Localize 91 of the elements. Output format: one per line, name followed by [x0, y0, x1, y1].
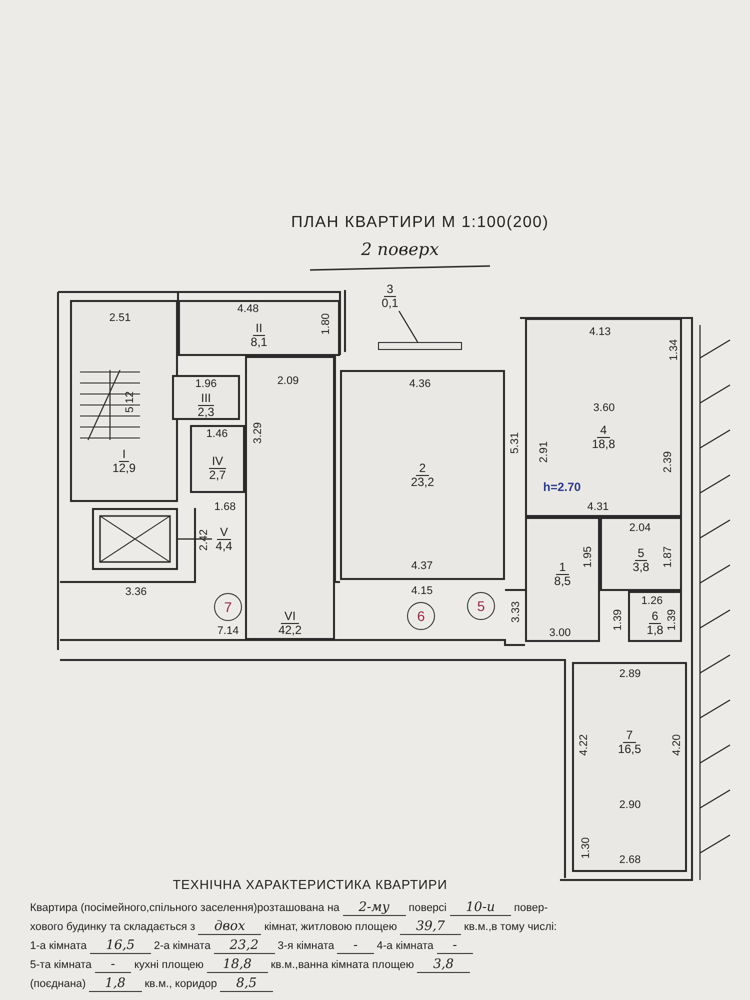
room-number: 7 [623, 728, 636, 742]
dimension-value: 4.22 [578, 734, 590, 756]
room-area: 1,8 [646, 624, 664, 637]
dimension-value: 5.12 [124, 391, 136, 413]
dimension-value: 2.89 [619, 668, 641, 680]
room-area: 23,2 [410, 476, 434, 488]
room-number: V [216, 526, 231, 540]
dimension-value: 4.36 [409, 378, 431, 390]
dimension-value: 1.68 [214, 501, 236, 513]
dimension-value: 1.39 [666, 609, 678, 631]
room-outline [600, 517, 682, 591]
room-number: 5 [634, 546, 648, 560]
dimension-value: 2.68 [619, 854, 641, 866]
plan-title: ПЛАН КВАРТИРИ М 1:100(200) [290, 214, 550, 232]
room-number: 4 [597, 424, 610, 438]
room-area: 16,5 [618, 742, 642, 756]
form-line: 1-а кімната 16,5 2-а кімната 23,2 3-я кімната - 4-а кімната - [30, 937, 720, 955]
window-sill [378, 342, 462, 350]
dimension-value: 1.87 [662, 546, 674, 568]
room-number: II [252, 322, 266, 336]
form-line: Квартира (посімейного,спільного заселення)розташована на 2-му поверсі 10-и повер- [30, 899, 549, 917]
room-outline [70, 300, 178, 502]
dimension-value: 5.31 [509, 432, 521, 454]
dimension-value: 1.39 [612, 609, 624, 631]
room-area: 18,8 [592, 438, 616, 451]
room-number: VI [281, 610, 299, 624]
room-number: I [119, 448, 129, 462]
ceiling-height: h=2.70 [543, 481, 581, 493]
dimension-value: 3.00 [549, 627, 571, 639]
dimension-value: 1.95 [582, 546, 594, 568]
room-number: III [198, 392, 214, 406]
axis-marker [407, 602, 435, 630]
room-area: 2,3 [198, 406, 214, 419]
dimension-value: 1.80 [320, 313, 332, 335]
dimension-value: 3.36 [125, 586, 147, 598]
dimension-value: 3.33 [510, 601, 522, 623]
form-line: (поєднана) 1,8 кв.м., коридор 8,5 [30, 975, 720, 993]
axis-marker [467, 592, 495, 620]
room-area: 2,7 [209, 468, 226, 482]
marker-number: 6 [417, 610, 425, 622]
room-number: 3 [384, 282, 396, 296]
room-area: 8,5 [554, 575, 571, 588]
dimension-value: 2.39 [662, 451, 674, 473]
dimension-value: 2.91 [538, 441, 550, 463]
room-outline [572, 662, 687, 872]
dimension-value: 4.37 [411, 560, 433, 572]
room-area: 4,4 [216, 540, 232, 552]
dimension-value: 3.29 [252, 422, 264, 444]
room-outline [172, 375, 240, 420]
dimension-value: 4.13 [589, 326, 611, 338]
room-number: 6 [648, 610, 662, 624]
axis-marker [214, 593, 242, 621]
room-outline [525, 517, 600, 642]
room-number: 1 [556, 561, 569, 575]
dimension-value: 4.48 [237, 303, 259, 315]
room-number: 2 [416, 462, 429, 476]
dimension-value: 4.20 [671, 734, 683, 756]
dimension-value: 2.90 [619, 799, 641, 811]
dimension-value: 2.51 [109, 312, 131, 324]
dimension-value: 1.96 [195, 378, 217, 390]
dimension-value: 4.31 [587, 501, 609, 513]
room-area: 0,1 [382, 296, 398, 310]
dimension-value: 1.34 [668, 339, 680, 361]
room-area: 12,9 [112, 462, 136, 474]
dimension-value: 1.46 [206, 428, 228, 440]
room-outline [178, 300, 340, 356]
dimension-value: 7.14 [217, 625, 239, 637]
room-area: 8,1 [250, 336, 268, 348]
room-area: 3,8 [632, 560, 650, 574]
marker-number: 7 [224, 600, 232, 614]
room-outline [190, 425, 245, 493]
room-area: 42,2 [278, 624, 302, 636]
form-line: 5-та кімната - кухні площею 18,8 кв.м.,ванна кімната площею 3,8 [30, 956, 720, 974]
dimension-value: 3.60 [593, 402, 615, 414]
dimension-value: 1.30 [580, 837, 592, 859]
room-number: IV [208, 454, 226, 468]
marker-number: 5 [477, 600, 485, 612]
dimension-value: 4.15 [411, 585, 433, 597]
form-heading: ТЕХНІЧНА ХАРАКТЕРИСТИКА КВАРТИРИ [172, 877, 448, 892]
leader-line [178, 538, 212, 540]
room-outline [525, 318, 682, 517]
room-outline [245, 356, 335, 640]
lift-shaft [92, 508, 178, 570]
dimension-value: 2.04 [629, 522, 651, 534]
dimension-value: 2.09 [277, 375, 299, 387]
dimension-value: 1.26 [641, 595, 663, 607]
form-line: хового будинку та складається з двох кімнат, житловою площею 39,7 кв.м.,в тому числі: [30, 918, 558, 936]
room-outline [340, 370, 505, 580]
floor-caption: 2 поверх [360, 240, 440, 260]
room-outline [628, 591, 682, 642]
leader-line [398, 310, 418, 342]
